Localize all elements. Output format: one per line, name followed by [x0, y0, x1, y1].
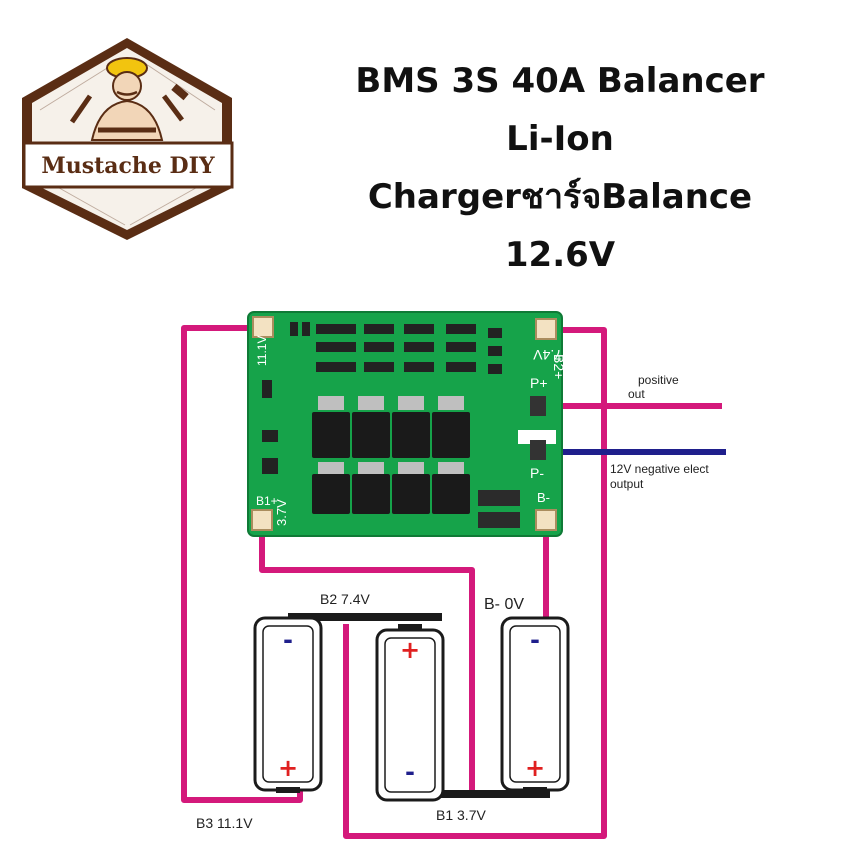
- positive-output-label: positive: [638, 373, 679, 387]
- battery-middle: + -: [375, 624, 445, 802]
- board-label-b2-voltage: 7.4V: [533, 347, 562, 363]
- board-label-p-plus: P+: [530, 375, 548, 391]
- board-label-p-minus: P-: [530, 465, 544, 481]
- pad-b-minus: [535, 509, 557, 531]
- board-label-b2: B2+: [551, 354, 567, 379]
- title-line-2: Li-Ion: [506, 119, 614, 159]
- board-label-b1-voltage: 3.7V: [274, 499, 289, 526]
- board-label-b1: B1+: [256, 494, 278, 508]
- negative-output-label-2: output: [610, 477, 644, 491]
- battery-right-minus: -: [530, 626, 540, 654]
- logo: Mustache DIY: [22, 38, 234, 240]
- title-line-4: 12.6V: [504, 235, 616, 275]
- label-b-minus: B- 0V: [484, 596, 524, 613]
- battery-left: - +: [253, 616, 323, 793]
- label-b3: B3 11.1V: [196, 815, 253, 831]
- battery-left-minus: -: [283, 626, 293, 654]
- wire-b2: [343, 327, 607, 839]
- worker-icon: [69, 57, 189, 141]
- label-b1: B1 3.7V: [436, 807, 486, 823]
- title: BMS 3S 40A Balancer Li-Ion Chargerชาร์จB…: [310, 52, 810, 284]
- logo-text: Mustache DIY: [41, 153, 215, 179]
- label-b2: B2 7.4V: [320, 591, 370, 607]
- title-line-3: Chargerชาร์จBalance: [367, 177, 753, 217]
- pad-b1: [251, 509, 273, 531]
- battery-middle-minus: -: [405, 758, 415, 786]
- wire-b3: [181, 325, 303, 803]
- wire-b1: [259, 518, 475, 792]
- battery-middle-plus: +: [400, 636, 420, 664]
- battery-right-plus: +: [525, 754, 545, 782]
- board-label-b-minus: B-: [537, 490, 550, 505]
- board-strip: [518, 430, 556, 444]
- connector-bottom: [404, 790, 550, 798]
- positive-output-label-2: out: [628, 387, 645, 401]
- negative-output-label: 12V negative elect: [610, 462, 709, 476]
- title-line-1: BMS 3S 40A Balancer: [355, 61, 765, 101]
- battery-left-plus: +: [278, 754, 298, 782]
- connector-top: [288, 613, 442, 621]
- bms-board: B2+ 7.4V P+ P- B1+ 3.7V B- 11.1V: [247, 311, 567, 537]
- battery-right: - +: [500, 616, 570, 793]
- pad-b2: [535, 318, 557, 340]
- board-label-left: 11.1V: [255, 336, 269, 366]
- pad-b3: [252, 316, 274, 338]
